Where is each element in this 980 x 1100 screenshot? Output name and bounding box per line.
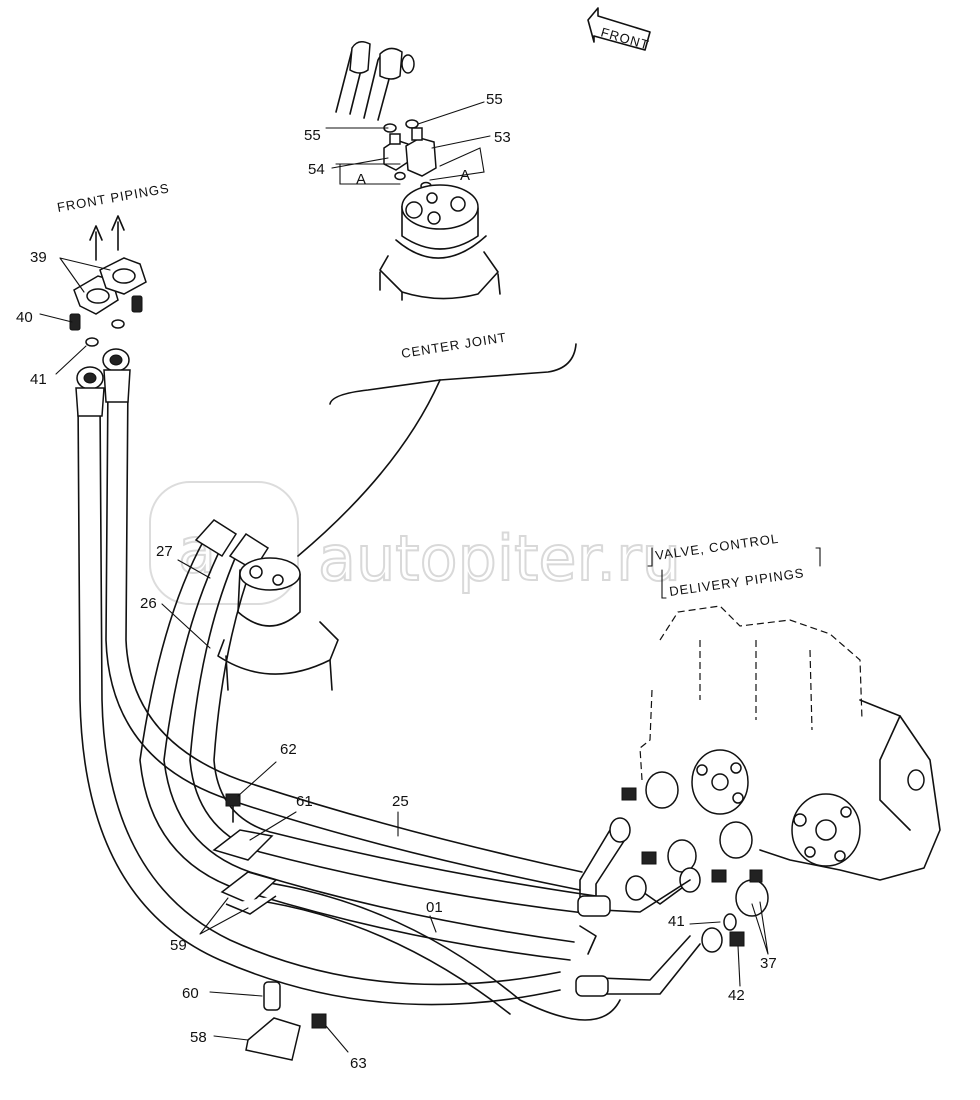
front-pipings-caption: FRONT PIPINGS bbox=[56, 180, 171, 215]
hoses bbox=[75, 369, 621, 1021]
callout-01: 01 bbox=[426, 899, 443, 916]
callout-54: 54 bbox=[308, 161, 325, 178]
center-joint-detail bbox=[297, 41, 577, 557]
valve-caption-line2: DELIVERY PIPINGS bbox=[668, 565, 805, 599]
callout-58: 58 bbox=[190, 1029, 207, 1046]
control-valve bbox=[621, 605, 941, 947]
center-joint-caption: CENTER JOINT bbox=[400, 329, 508, 360]
watermark: a autopiter.ru bbox=[149, 481, 682, 605]
callout-41-front: 41 bbox=[30, 371, 47, 388]
front-arrow: FRONT bbox=[587, 7, 651, 53]
clamp-assembly bbox=[212, 793, 327, 1061]
center-joint-main bbox=[217, 557, 339, 691]
callout-27: 27 bbox=[156, 543, 173, 560]
callout-59: 59 bbox=[170, 937, 187, 954]
callout-62: 62 bbox=[280, 741, 297, 758]
callout-37: 37 bbox=[760, 955, 777, 972]
callout-40: 40 bbox=[16, 309, 33, 326]
callout-25: 25 bbox=[392, 793, 409, 810]
detail-a-right: A bbox=[460, 167, 470, 184]
callout-42: 42 bbox=[728, 987, 745, 1004]
callout-60: 60 bbox=[182, 985, 199, 1002]
valve-pipes bbox=[575, 817, 737, 997]
callout-41-valve: 41 bbox=[668, 913, 685, 930]
front-label: FRONT bbox=[599, 24, 651, 52]
callout-53: 53 bbox=[494, 129, 511, 146]
callout-39: 39 bbox=[30, 249, 47, 266]
watermark-text: autopiter.ru bbox=[318, 522, 681, 595]
front-pipings-flanges bbox=[69, 215, 147, 390]
callout-61: 61 bbox=[296, 793, 313, 810]
callout-55-left: 55 bbox=[304, 127, 321, 144]
callout-55-right: 55 bbox=[486, 91, 503, 108]
detail-a-left: A bbox=[356, 171, 366, 188]
callout-26: 26 bbox=[140, 595, 157, 612]
callout-63: 63 bbox=[350, 1055, 367, 1072]
